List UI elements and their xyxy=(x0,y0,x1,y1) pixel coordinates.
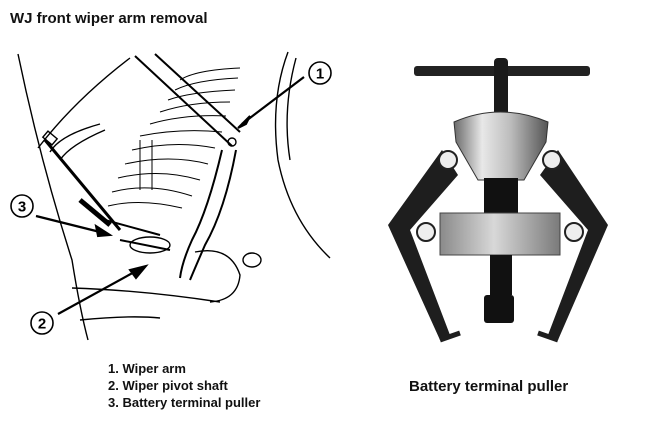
wiper-arm-line-drawing xyxy=(17,51,331,341)
battery-terminal-puller-photo xyxy=(388,58,608,343)
legend-item: 2. Wiper pivot shaft xyxy=(108,378,228,393)
callout-3: 3 xyxy=(10,194,114,238)
legend-item: 3. Battery terminal puller xyxy=(108,395,261,410)
parts-legend: 1. Wiper arm 2. Wiper pivot shaft 3. Bat… xyxy=(108,360,260,411)
svg-text:3: 3 xyxy=(18,199,26,216)
svg-text:2: 2 xyxy=(38,316,46,333)
figure-title: WJ front wiper arm removal xyxy=(10,10,208,27)
callout-2: 2 xyxy=(30,264,149,335)
callout-overlay: 1 3 2 xyxy=(10,61,332,335)
svg-text:1: 1 xyxy=(316,66,324,83)
puller-caption: Battery terminal puller xyxy=(409,378,569,395)
legend-item: 1. Wiper arm xyxy=(108,361,186,376)
callout-1: 1 xyxy=(237,61,332,129)
